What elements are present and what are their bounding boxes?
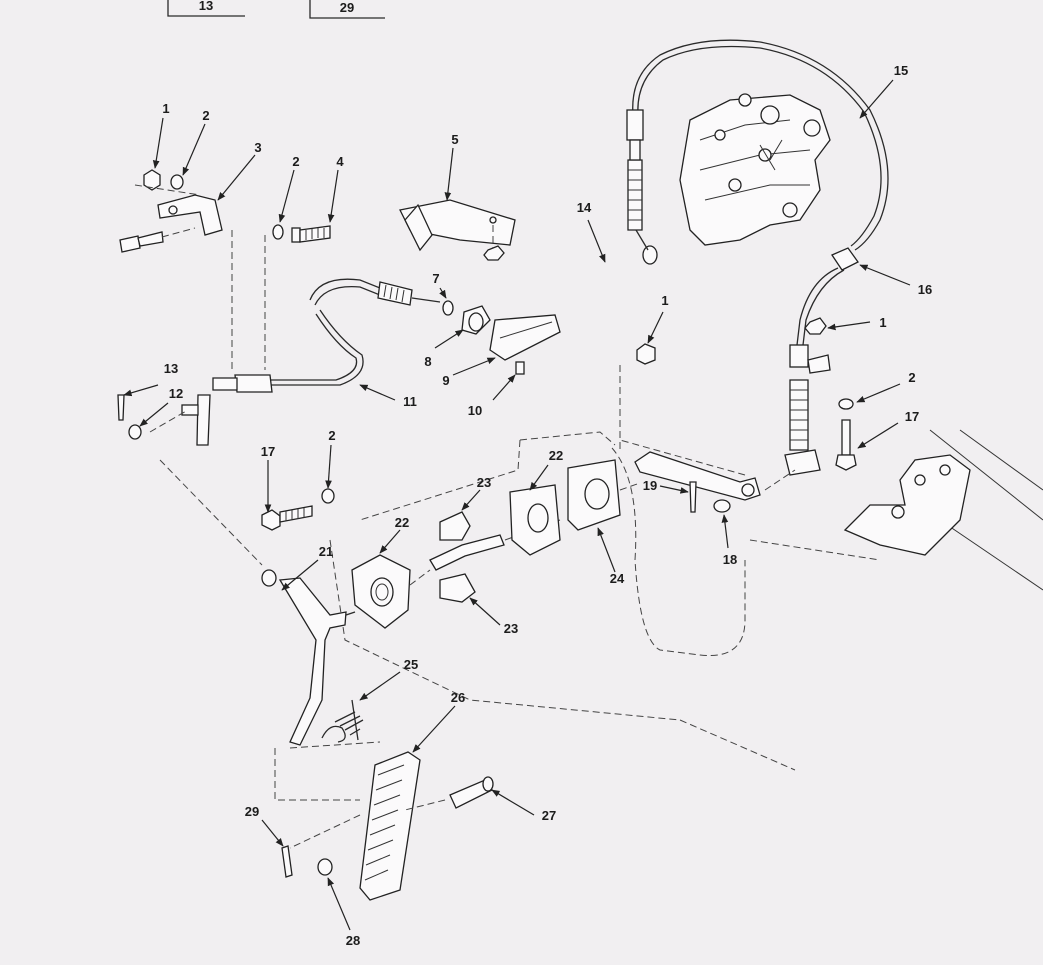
bushing-23-upper <box>439 511 471 541</box>
mount-plate-22-left <box>351 554 411 629</box>
callout-25: 25 <box>404 657 418 672</box>
stop-screw-10 <box>515 361 525 375</box>
pivot-pin-27 <box>449 776 494 809</box>
callout-26: 26 <box>451 690 465 705</box>
callout-1-right: 1 <box>879 315 886 330</box>
callout-2-middle: 2 <box>328 428 335 443</box>
mount-plate-22-right <box>509 484 561 556</box>
callout-28: 28 <box>346 933 360 948</box>
cotter-pin-19 <box>689 481 697 513</box>
header-box-right: 29 <box>309 0 385 19</box>
bushing-23-lower <box>439 573 476 603</box>
callout-2-top: 2 <box>202 108 209 123</box>
washer-7 <box>442 300 454 316</box>
link-rod <box>149 394 263 566</box>
leader-lines <box>123 79 911 931</box>
assembly-reference-lines <box>274 741 446 849</box>
vehicle-floor-outline <box>329 429 1043 771</box>
callout-1-top: 1 <box>162 101 169 116</box>
gasket-24 <box>567 459 641 531</box>
callout-27: 27 <box>542 808 556 823</box>
accelerator-cable-11 <box>212 278 441 393</box>
callout-22-left: 22 <box>395 515 409 530</box>
callout-4: 4 <box>336 154 344 169</box>
bolt-17-left <box>261 505 313 531</box>
bolt-4 <box>291 225 331 243</box>
callout-16: 16 <box>918 282 932 297</box>
callout-10: 10 <box>468 403 482 418</box>
callout-2-upper: 2 <box>292 154 299 169</box>
callout-2-right: 2 <box>908 370 915 385</box>
callout-5: 5 <box>451 132 458 147</box>
return-spring-25 <box>321 699 364 743</box>
washer-28 <box>317 858 333 876</box>
callout-1-middle: 1 <box>661 293 668 308</box>
cotter-pin-29 <box>281 845 293 878</box>
callout-23-lower: 23 <box>504 621 518 636</box>
callout-23-upper: 23 <box>477 475 491 490</box>
cotter-pin-13 <box>117 394 125 421</box>
callout-13: 13 <box>164 361 178 376</box>
bracket-3 <box>119 184 266 370</box>
nut-1-right <box>804 317 827 335</box>
callout-14: 14 <box>577 200 592 215</box>
header-box-left-label: 13 <box>199 0 213 13</box>
washer-2-middle <box>321 488 335 504</box>
throttle-lever-arm <box>619 439 796 501</box>
injection-pump-assembly <box>679 93 831 246</box>
callout-12: 12 <box>169 386 183 401</box>
callout-7: 7 <box>432 271 439 286</box>
callout-3: 3 <box>254 140 261 155</box>
callout-9: 9 <box>442 373 449 388</box>
nut-1-middle <box>619 343 656 450</box>
nut-1-left <box>143 169 161 191</box>
throttle-cable-upper <box>626 39 889 265</box>
callout-24: 24 <box>610 571 625 586</box>
bracket-5 <box>399 199 516 261</box>
pedal-arm-21 <box>261 569 356 746</box>
callout-17-right: 17 <box>905 409 919 424</box>
callout-21: 21 <box>319 544 333 559</box>
accelerator-pedal-26 <box>359 751 421 901</box>
washer-18 <box>713 499 731 513</box>
callout-29: 29 <box>245 804 259 819</box>
callout-22-right: 22 <box>549 448 563 463</box>
callout-15: 15 <box>894 63 908 78</box>
washer-2-right <box>838 398 854 410</box>
header-box-right-label: 29 <box>340 0 354 15</box>
callout-8: 8 <box>424 354 431 369</box>
callout-18: 18 <box>723 552 737 567</box>
mounting-bracket <box>843 454 971 556</box>
callout-11: 11 <box>403 394 417 409</box>
washer-12 <box>128 424 142 440</box>
callout-17-left: 17 <box>261 444 275 459</box>
nut-8 <box>461 305 491 335</box>
cable-connector-16 <box>784 247 859 476</box>
bolt-17-right <box>835 419 857 471</box>
washer-2-left <box>170 174 184 190</box>
washer-2-upper <box>272 224 284 240</box>
header-box-left: 13 <box>167 0 245 17</box>
hand-throttle-knob-9 <box>489 314 561 361</box>
callout-19: 19 <box>643 478 657 493</box>
callout-labels: 1 2 3 2 4 5 7 8 9 10 11 13 12 14 15 16 1… <box>162 63 932 948</box>
